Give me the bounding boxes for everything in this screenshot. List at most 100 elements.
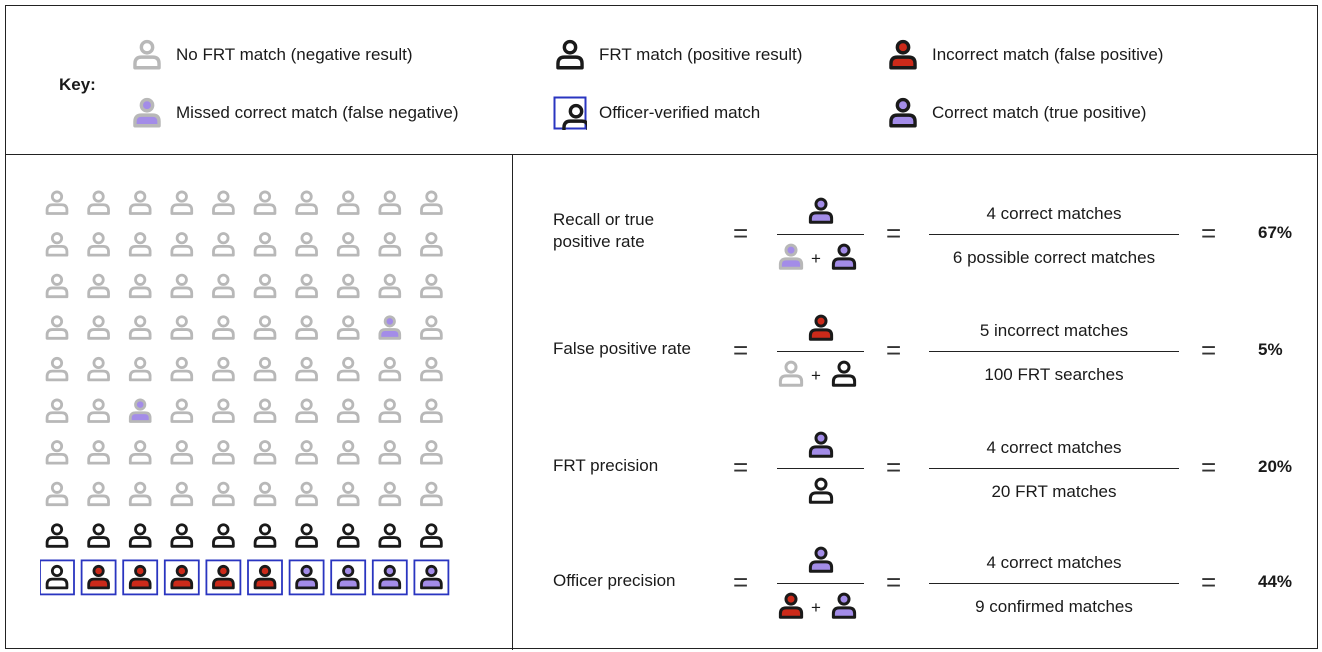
no-match-person-icon: [87, 440, 110, 465]
equals-sign: =: [886, 218, 902, 248]
no-match-person-icon: [378, 356, 402, 382]
formula-label: Officer precision: [553, 570, 676, 592]
key-item-label: No FRT match (negative result): [176, 45, 413, 64]
key-item-missed-match: Missed correct match (false negative): [130, 96, 459, 130]
denominator-text: 6 possible correct matches: [952, 248, 1156, 267]
no-match-person-icon: [253, 232, 277, 257]
verified-correct-match-person-icon: [413, 559, 450, 596]
no-match-person-icon: [45, 315, 69, 340]
correct-match-person-icon: [806, 545, 836, 575]
no-match-person-icon: [170, 481, 194, 507]
key-item-label: Officer-verified match: [599, 103, 761, 122]
no-match-person-icon: [295, 398, 318, 423]
no-match-person-icon: [128, 273, 152, 299]
no-match-person-icon: [253, 190, 277, 215]
frt-match-person-icon: [87, 523, 110, 548]
formula-label-line2: positive rate: [553, 232, 645, 251]
no-match-person-icon: [170, 356, 194, 382]
missed-match-person-icon: [128, 398, 152, 423]
key-item-frt-match: FRT match (positive result): [553, 38, 802, 72]
correct-match-person-icon: [829, 591, 859, 621]
numerator-text: 4 correct matches: [986, 204, 1122, 223]
divider-horizontal: [6, 154, 1317, 155]
correct-match-person-icon: [806, 430, 836, 460]
no-match-person-icon: [212, 440, 235, 465]
no-match-person-icon: [212, 273, 235, 299]
plus-sign: +: [811, 249, 821, 268]
no-match-person-icon: [45, 356, 69, 382]
no-match-person-icon: [253, 398, 277, 423]
formula-label-line1: Officer precision: [553, 571, 676, 590]
no-match-person-icon: [253, 356, 277, 382]
equals-sign: =: [886, 452, 902, 482]
no-match-person-icon: [87, 273, 110, 299]
no-match-person-icon: [420, 481, 443, 507]
equals-sign: =: [1201, 567, 1217, 597]
no-match-person-icon: [295, 440, 318, 465]
black-person-icon: [553, 38, 587, 72]
no-match-person-icon: [420, 398, 443, 423]
formula-label: False positive rate: [553, 338, 691, 360]
result-value: 5%: [1258, 340, 1283, 359]
no-match-person-icon: [336, 190, 360, 215]
verified-incorrect-match-person-icon: [80, 559, 117, 596]
key-item-incorrect-match: Incorrect match (false positive): [886, 38, 1163, 72]
no-match-person-icon: [45, 232, 69, 257]
key-item-officer-verified: Officer-verified match: [553, 96, 760, 130]
incorrect-match-person-icon: [806, 313, 836, 343]
frt-match-person-icon: [829, 359, 859, 389]
no-match-person-icon: [295, 190, 318, 215]
no-match-person-icon: [336, 356, 360, 382]
no-match-person-icon: [295, 273, 318, 299]
red-person-icon: [886, 38, 920, 72]
verified-incorrect-match-person-icon: [163, 559, 200, 596]
no-match-person-icon: [378, 481, 402, 507]
result-value: 67%: [1258, 223, 1293, 242]
equals-sign: =: [733, 452, 749, 482]
no-match-person-icon: [336, 315, 360, 340]
frt-match-person-icon: [336, 523, 360, 548]
no-match-person-icon: [295, 315, 318, 340]
no-match-person-icon: [45, 440, 69, 465]
no-match-person-icon: [128, 232, 152, 257]
fraction-bar: [929, 583, 1179, 584]
no-match-person-icon: [128, 481, 152, 507]
fraction-bar: [777, 468, 864, 469]
correct-match-person-icon: [806, 196, 836, 226]
equals-sign: =: [733, 335, 749, 365]
verified-correct-match-person-icon: [330, 559, 367, 596]
no-match-person-icon: [212, 190, 235, 215]
no-match-person-icon: [420, 232, 443, 257]
key-item-correct-match: Correct match (true positive): [886, 96, 1146, 130]
formula-label-line1: FRT precision: [553, 456, 659, 475]
no-match-person-icon: [420, 440, 443, 465]
no-match-person-icon: [170, 398, 194, 423]
fraction-bar: [777, 234, 864, 235]
figure-frame: [5, 5, 1318, 650]
no-match-person-icon: [128, 440, 152, 465]
no-match-person-icon: [212, 481, 235, 507]
equals-sign: =: [733, 567, 749, 597]
numerator-text: 4 correct matches: [986, 553, 1122, 572]
key-item-label: Correct match (true positive): [932, 103, 1147, 122]
key-item-label: Incorrect match (false positive): [932, 45, 1164, 64]
no-match-person-icon: [170, 273, 194, 299]
no-match-person-icon: [212, 356, 235, 382]
equals-sign: =: [1201, 218, 1217, 248]
frt-match-person-icon: [378, 523, 402, 548]
no-match-person-icon: [295, 356, 318, 382]
frt-match-person-icon: [420, 523, 443, 548]
no-match-person-icon: [128, 315, 152, 340]
formula-label-line1: False positive rate: [553, 339, 691, 358]
no-match-person-icon: [336, 232, 360, 257]
frt-match-person-icon: [295, 523, 318, 548]
no-match-person-icon: [87, 232, 110, 257]
verified-incorrect-match-person-icon: [122, 559, 159, 596]
purple-person-icon: [886, 96, 920, 130]
no-match-person-icon: [253, 481, 277, 507]
boxed-person-icon: [553, 96, 587, 130]
no-match-person-icon: [378, 398, 402, 423]
no-match-person-icon: [253, 440, 277, 465]
gray-purple-filled-person-icon: [130, 96, 164, 130]
